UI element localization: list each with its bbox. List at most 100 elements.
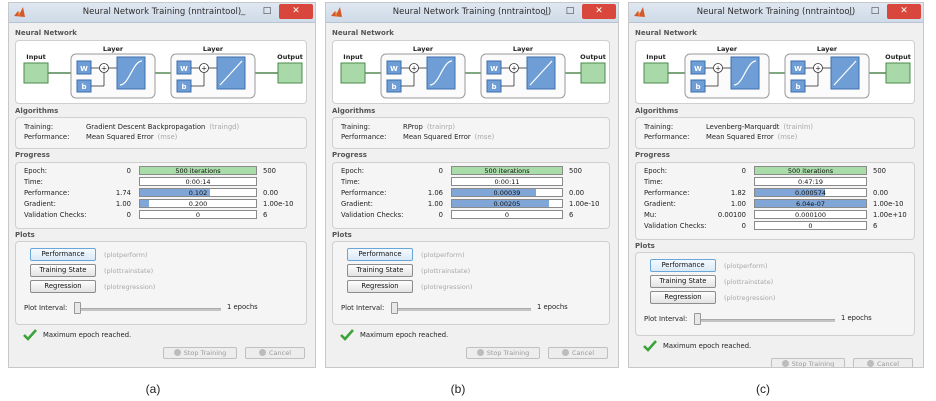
training-algorithm-value: Gradient Descent Backpropagation(traingd… bbox=[86, 123, 239, 131]
output-layer-weight-label: W bbox=[794, 65, 802, 73]
minimize-button[interactable]: _ bbox=[543, 6, 549, 16]
output-layer-bias-label: b bbox=[795, 83, 800, 91]
close-button[interactable]: ✕ bbox=[887, 4, 921, 19]
maximize-button[interactable]: □ bbox=[262, 6, 272, 16]
stop-training-button[interactable]: Stop Training bbox=[771, 358, 845, 367]
window-title: Neural Network Training (nntraintool) bbox=[392, 7, 552, 17]
plot-regression-button[interactable]: Regression bbox=[650, 291, 716, 304]
progress-perf-value: 0.00039 bbox=[493, 189, 521, 197]
section-algorithms-label: Algorithms bbox=[15, 107, 59, 115]
close-button[interactable]: ✕ bbox=[279, 4, 313, 19]
window-controls: _ □ ✕ bbox=[534, 4, 616, 19]
hidden-layer-bias-label: b bbox=[695, 83, 700, 91]
plot-training-state-button[interactable]: Training State bbox=[347, 264, 413, 277]
plot-interval-slider-track[interactable] bbox=[391, 308, 531, 311]
minimize-button[interactable]: _ bbox=[240, 6, 246, 16]
progress-perf-bar: 0.000574 bbox=[754, 188, 867, 197]
plot-interval-value: 1 epochs bbox=[537, 303, 568, 311]
tansig-curve-icon bbox=[733, 60, 757, 86]
progress-time-bar: 0:00:11 bbox=[451, 177, 563, 186]
progress-perf-min: 1.06 bbox=[427, 189, 443, 197]
hidden-layer-sum-sign: + bbox=[101, 65, 107, 73]
progress-time-label: Time: bbox=[24, 178, 43, 186]
performance-function-value: Mean Squared Error(mse) bbox=[86, 133, 177, 141]
progress-epoch-label: Epoch: bbox=[24, 167, 48, 175]
stop-training-button[interactable]: Stop Training bbox=[163, 347, 237, 359]
plot-performance-button[interactable]: Performance bbox=[650, 259, 716, 272]
progress-perf-value: 0.102 bbox=[188, 189, 208, 197]
training-algorithm-name: RProp bbox=[403, 123, 423, 131]
progress-epoch-label: Epoch: bbox=[341, 167, 365, 175]
section-network-label: Neural Network bbox=[635, 29, 697, 37]
progress-validation-label: Validation Checks: bbox=[644, 222, 707, 230]
output-block bbox=[885, 62, 911, 84]
progress-time-bar: 0:47:19 bbox=[754, 177, 867, 186]
training-algorithm-name: Levenberg-Marquardt bbox=[706, 123, 780, 131]
cancel-button[interactable]: Cancel bbox=[245, 347, 305, 359]
progress-gradient-fill bbox=[755, 200, 866, 207]
title-bar: Neural Network Training (nntraintool)_□✕ bbox=[9, 3, 315, 23]
title-bar: Neural Network Training (nntraintool)_ □ ✕ bbox=[326, 3, 618, 23]
progress-mu-label: Mu: bbox=[644, 211, 657, 219]
cancel-button[interactable]: Cancel bbox=[853, 358, 913, 367]
progress-validation-min: 0 bbox=[741, 222, 746, 230]
progress-gradient-bar: 0.00205 bbox=[451, 199, 563, 208]
plot-regression-button[interactable]: Regression bbox=[347, 280, 413, 293]
cancel-label: Cancel bbox=[571, 349, 595, 357]
progress-epoch-max: 500 bbox=[873, 167, 886, 175]
training-window: Neural Network Training (nntraintool)_□✕… bbox=[628, 2, 924, 368]
output-layer-weight-block bbox=[790, 60, 806, 75]
performance-function-abbr: (mse) bbox=[157, 133, 178, 141]
plot-interval-value: 1 epochs bbox=[227, 303, 258, 311]
section-algorithms-label: Algorithms bbox=[332, 107, 376, 115]
progress-gradient-max: 1.00e-10 bbox=[873, 200, 904, 208]
plot-training-state-button[interactable]: Training State bbox=[650, 275, 716, 288]
section-network-label: Neural Network bbox=[332, 29, 394, 37]
progress-perf-max: 0.00 bbox=[873, 189, 889, 197]
algorithms-box: Training:Performance:Levenberg-Marquardt… bbox=[635, 117, 915, 149]
training-label: Training: bbox=[644, 123, 674, 131]
hidden-layer-bias-label: b bbox=[81, 83, 86, 91]
cancel-button[interactable]: Cancel bbox=[548, 347, 608, 359]
output-layer-sum-sign: + bbox=[201, 65, 207, 73]
maximize-button[interactable]: □ bbox=[870, 6, 880, 16]
performance-function-abbr: (mse) bbox=[474, 133, 495, 141]
checkmark-icon bbox=[23, 329, 37, 341]
minimize-button[interactable]: _ bbox=[848, 6, 854, 16]
progress-validation-min: 0 bbox=[438, 211, 443, 219]
performance-function-name: Mean Squared Error bbox=[86, 133, 154, 141]
progress-validation-max: 6 bbox=[263, 211, 268, 219]
panel-caption: (b) bbox=[450, 382, 466, 396]
progress-epoch-bar: 500 iterations bbox=[451, 166, 563, 175]
plot-interval-slider-track[interactable] bbox=[74, 308, 221, 311]
training-algorithm-value: RProp(trainrp) bbox=[403, 123, 455, 131]
plot-regression-button[interactable]: Regression bbox=[30, 280, 96, 293]
close-button[interactable]: ✕ bbox=[582, 4, 616, 19]
plot-training-state-button[interactable]: Training State bbox=[30, 264, 96, 277]
training-function-name: (trainrp) bbox=[426, 123, 456, 131]
plot-performance-button[interactable]: Performance bbox=[30, 248, 96, 261]
maximize-button[interactable]: □ bbox=[565, 6, 575, 16]
progress-validation-max: 6 bbox=[873, 222, 878, 230]
training-label: Training: bbox=[341, 123, 371, 131]
plot-interval-slider-track[interactable] bbox=[694, 319, 835, 322]
plot-interval-slider-thumb[interactable] bbox=[391, 302, 398, 314]
plot-interval-slider-thumb[interactable] bbox=[694, 313, 701, 325]
progress-mu-min: 0.00100 bbox=[717, 211, 746, 219]
training-function-name: (traingd) bbox=[209, 123, 240, 131]
output-block bbox=[277, 62, 303, 84]
stop-icon bbox=[476, 349, 484, 356]
progress-validation-value: 0 bbox=[504, 211, 510, 219]
stop-training-button[interactable]: Stop Training bbox=[466, 347, 540, 359]
cancel-icon bbox=[866, 360, 874, 367]
plot-regression-function: (plotregression) bbox=[724, 294, 776, 302]
output-layer-bias-label: b bbox=[491, 83, 496, 91]
plot-performance-button[interactable]: Performance bbox=[347, 248, 413, 261]
plot-interval-label: Plot Interval: bbox=[24, 304, 68, 312]
plot-interval-slider-thumb[interactable] bbox=[74, 302, 81, 314]
plot-performance-function: (plotperform) bbox=[724, 262, 768, 270]
progress-epoch-bar: 500 iterations bbox=[754, 166, 867, 175]
training-algorithm-value: Levenberg-Marquardt(trainlm) bbox=[706, 123, 813, 131]
